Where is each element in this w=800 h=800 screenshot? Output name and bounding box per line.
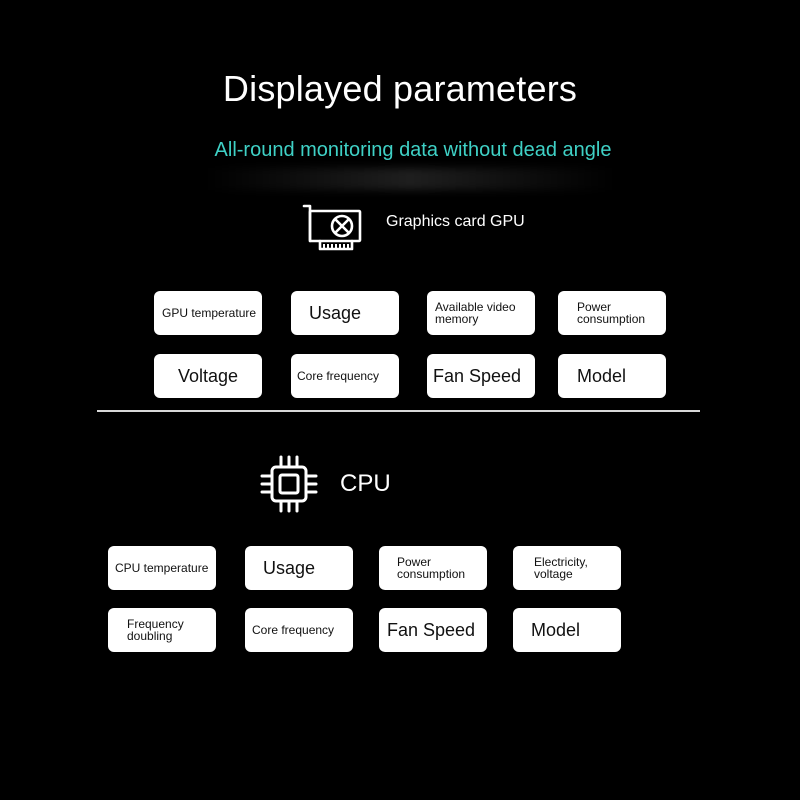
cpu-section-label: CPU [340,470,391,497]
cpu-section-header: CPU [258,453,391,515]
gpu-param-core-frequency: Core frequency [291,354,399,398]
page-subtitle: All-round monitoring data without dead a… [214,139,612,161]
cpu-param-core-frequency: Core frequency [245,608,353,652]
cpu-param-electricity-voltage: Electricity, voltage [513,546,621,590]
cpu-param-frequency-doubling: Frequency doubling [108,608,216,652]
gpu-param-fan-speed: Fan Speed [427,354,535,398]
cpu-param-model: Model [513,608,621,652]
gpu-param-gpu-temperature: GPU temperature [154,291,262,335]
cpu-param-power-consumption: Power consumption [379,546,487,590]
cpu-param-cpu-temperature: CPU temperature [108,546,216,590]
section-divider [97,410,700,412]
gpu-param-usage: Usage [291,291,399,335]
gpu-section-label: Graphics card GPU [386,213,525,230]
gpu-param-power-consumption: Power consumption [558,291,666,335]
subtitle-reflection [205,168,615,190]
cpu-param-fan-speed: Fan Speed [379,608,487,652]
graphics-card-icon [302,204,362,251]
page-title: Displayed parameters [222,68,578,109]
gpu-param-available-video-memory: Available video memory [427,291,535,335]
gpu-param-voltage: Voltage [154,354,262,398]
cpu-param-usage: Usage [245,546,353,590]
gpu-section-header: Graphics card GPU [302,203,525,255]
gpu-param-model: Model [558,354,666,398]
cpu-chip-icon [260,455,318,513]
